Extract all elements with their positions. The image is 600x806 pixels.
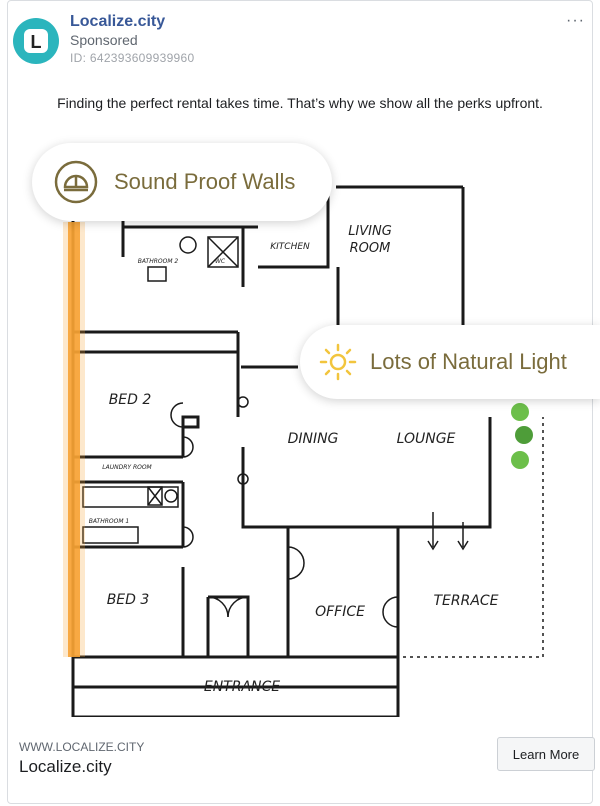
- floorplan-fixtures: [82, 236, 469, 628]
- floorplan-walls: [71, 185, 492, 719]
- sponsored-label[interactable]: Sponsored: [70, 32, 138, 48]
- post-header: L Localize.city Sponsored ID: 6423936099…: [7, 8, 593, 68]
- perk-text-sound-proof: Sound Proof Walls: [114, 169, 296, 194]
- room-label-bed2: BED 2: [109, 392, 152, 408]
- room-label-laundry: LAUNDRY ROOM: [102, 464, 152, 471]
- post-caption: Finding the perfect rental takes time. T…: [57, 95, 543, 111]
- avatar-letter: L: [31, 32, 42, 52]
- room-label-bathroom1: BATHROOM 1: [89, 518, 129, 525]
- ad-id: ID: 642393609939960: [70, 51, 195, 65]
- learn-more-button[interactable]: Learn More: [497, 737, 595, 771]
- room-label-bed3: BED 3: [107, 592, 150, 608]
- localize-logo-icon: L: [24, 29, 48, 53]
- room-label-bathroom2: BATHROOM 2: [138, 258, 179, 265]
- room-label-dining: DINING: [288, 431, 339, 447]
- helmet-icon: [54, 160, 98, 204]
- room-label-wc: WC: [215, 258, 226, 265]
- perk-pill-sound-proof: Sound Proof Walls: [32, 143, 332, 221]
- ad-media-floorplan[interactable]: LIVING ROOM KITCHEN BATHROOM 2 WC BED 2 …: [8, 127, 600, 719]
- room-label-lounge: LOUNGE: [397, 431, 456, 447]
- footer-title[interactable]: Localize.city: [19, 757, 112, 776]
- highlighted-wall: [68, 222, 80, 657]
- plants: [511, 403, 533, 469]
- room-label-kitchen: KITCHEN: [270, 242, 310, 252]
- footer-url[interactable]: WWW.LOCALIZE.CITY: [19, 740, 145, 754]
- perk-text-natural-light: Lots of Natural Light: [370, 349, 567, 374]
- room-label-entrance: ENTRANCE: [204, 679, 280, 695]
- perk-pill-natural-light: Lots of Natural Light: [300, 325, 600, 399]
- terrace-outline: [403, 417, 544, 658]
- room-label-living-1: LIVING: [348, 224, 392, 239]
- page-avatar[interactable]: L: [13, 18, 59, 64]
- room-label-office: OFFICE: [315, 604, 365, 620]
- sun-icon: [319, 343, 357, 381]
- page-name-link[interactable]: Localize.city: [70, 13, 166, 30]
- more-options-icon[interactable]: ···: [566, 12, 585, 29]
- room-label-living-2: ROOM: [350, 241, 391, 256]
- room-label-terrace: TERRACE: [433, 593, 498, 609]
